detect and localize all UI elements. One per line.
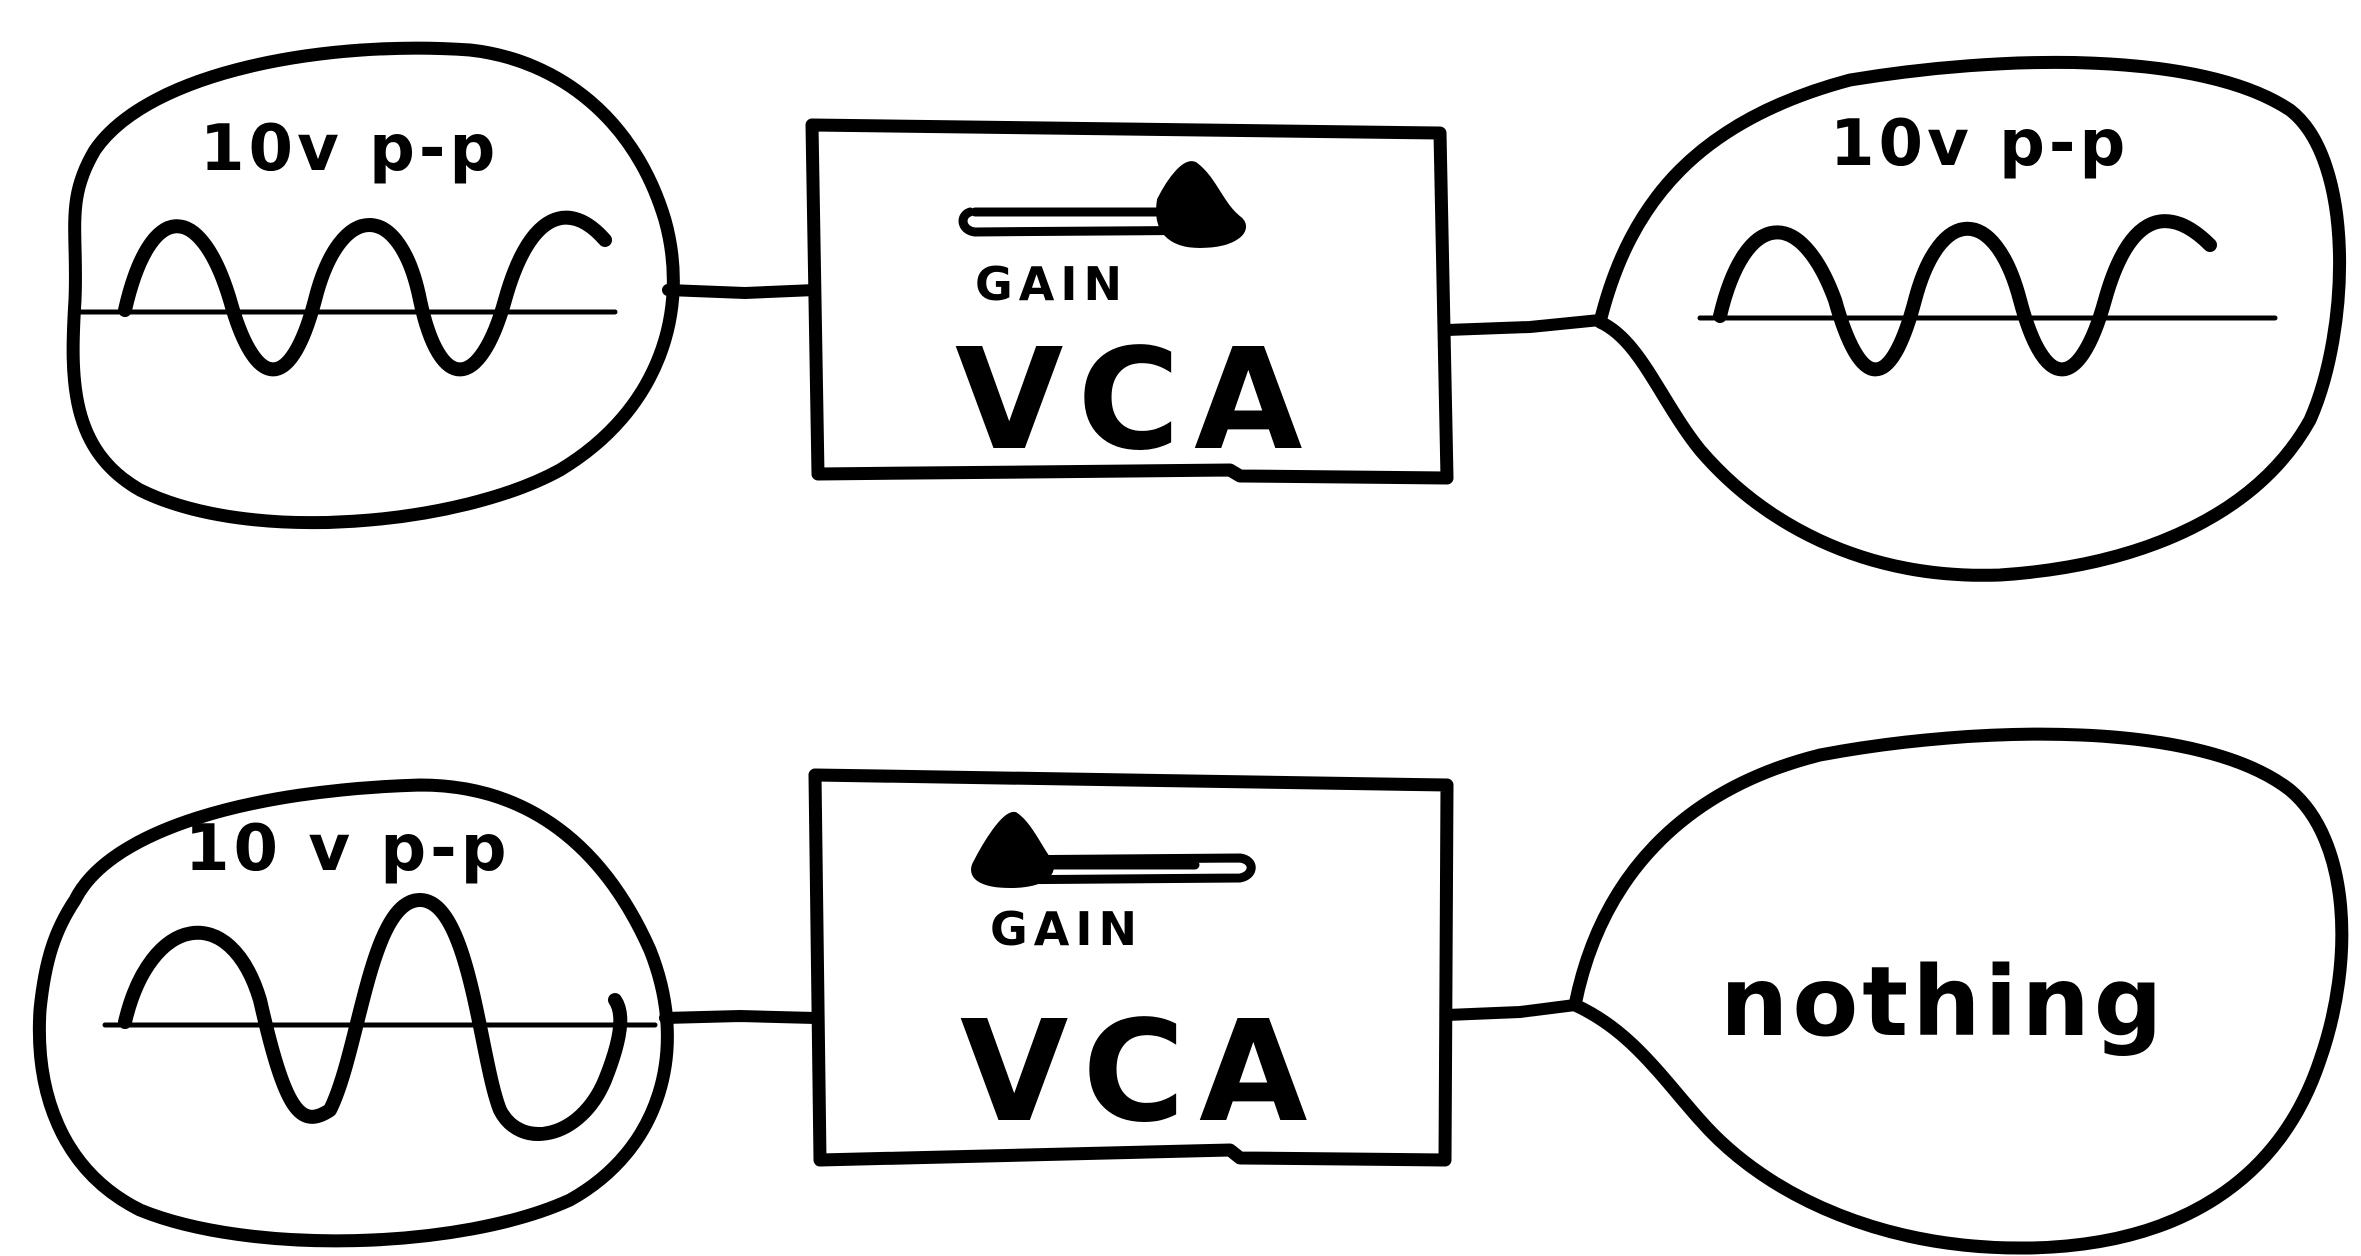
bottom-input-label: 10 v p-p bbox=[185, 812, 511, 886]
top-input-outline bbox=[66, 41, 680, 530]
top-vca-box bbox=[805, 118, 1454, 485]
bottom-output-label: nothing bbox=[1720, 946, 2167, 1058]
bottom-vca-label: VCA bbox=[960, 991, 1321, 1154]
top-slider-track bbox=[958, 207, 1240, 237]
top-output-label: 10v p-p bbox=[1830, 107, 2129, 181]
top-wire-out bbox=[1441, 314, 1606, 336]
top-output-outline bbox=[1593, 55, 2347, 582]
top-output-bubble: 10v p-p bbox=[1593, 55, 2347, 582]
top-gain-label: GAIN bbox=[975, 257, 1128, 311]
top-wire-in bbox=[662, 284, 821, 299]
bottom-gain-slider bbox=[971, 811, 1256, 888]
bottom-row: 10 v p-p GAIN VCA nothing bbox=[32, 727, 2349, 1255]
bottom-vca-module: GAIN VCA bbox=[808, 768, 1454, 1167]
bottom-wire-out bbox=[1441, 999, 1581, 1021]
top-input-bubble: 10v p-p bbox=[66, 41, 680, 530]
top-row: 10v p-p GAIN VCA bbox=[66, 41, 2347, 582]
bottom-input-bubble: 10 v p-p bbox=[32, 778, 674, 1248]
bottom-input-outline bbox=[32, 778, 674, 1248]
bottom-slider-knob bbox=[971, 811, 1054, 888]
bottom-input-sine-wave bbox=[118, 893, 628, 1141]
bottom-output-bubble: nothing bbox=[1568, 727, 2349, 1255]
bottom-vca-box bbox=[808, 768, 1454, 1167]
top-vca-label: VCA bbox=[955, 319, 1316, 482]
top-input-sine-wave bbox=[118, 210, 612, 377]
top-gain-slider bbox=[958, 161, 1246, 248]
bottom-wire-in bbox=[659, 1010, 821, 1024]
bottom-gain-label: GAIN bbox=[990, 902, 1143, 956]
top-input-label: 10v p-p bbox=[200, 112, 499, 186]
top-vca-module: GAIN VCA bbox=[805, 118, 1454, 485]
top-output-sine-wave bbox=[1713, 214, 2217, 377]
bottom-output-outline bbox=[1568, 727, 2349, 1255]
top-slider-knob bbox=[1156, 161, 1246, 248]
